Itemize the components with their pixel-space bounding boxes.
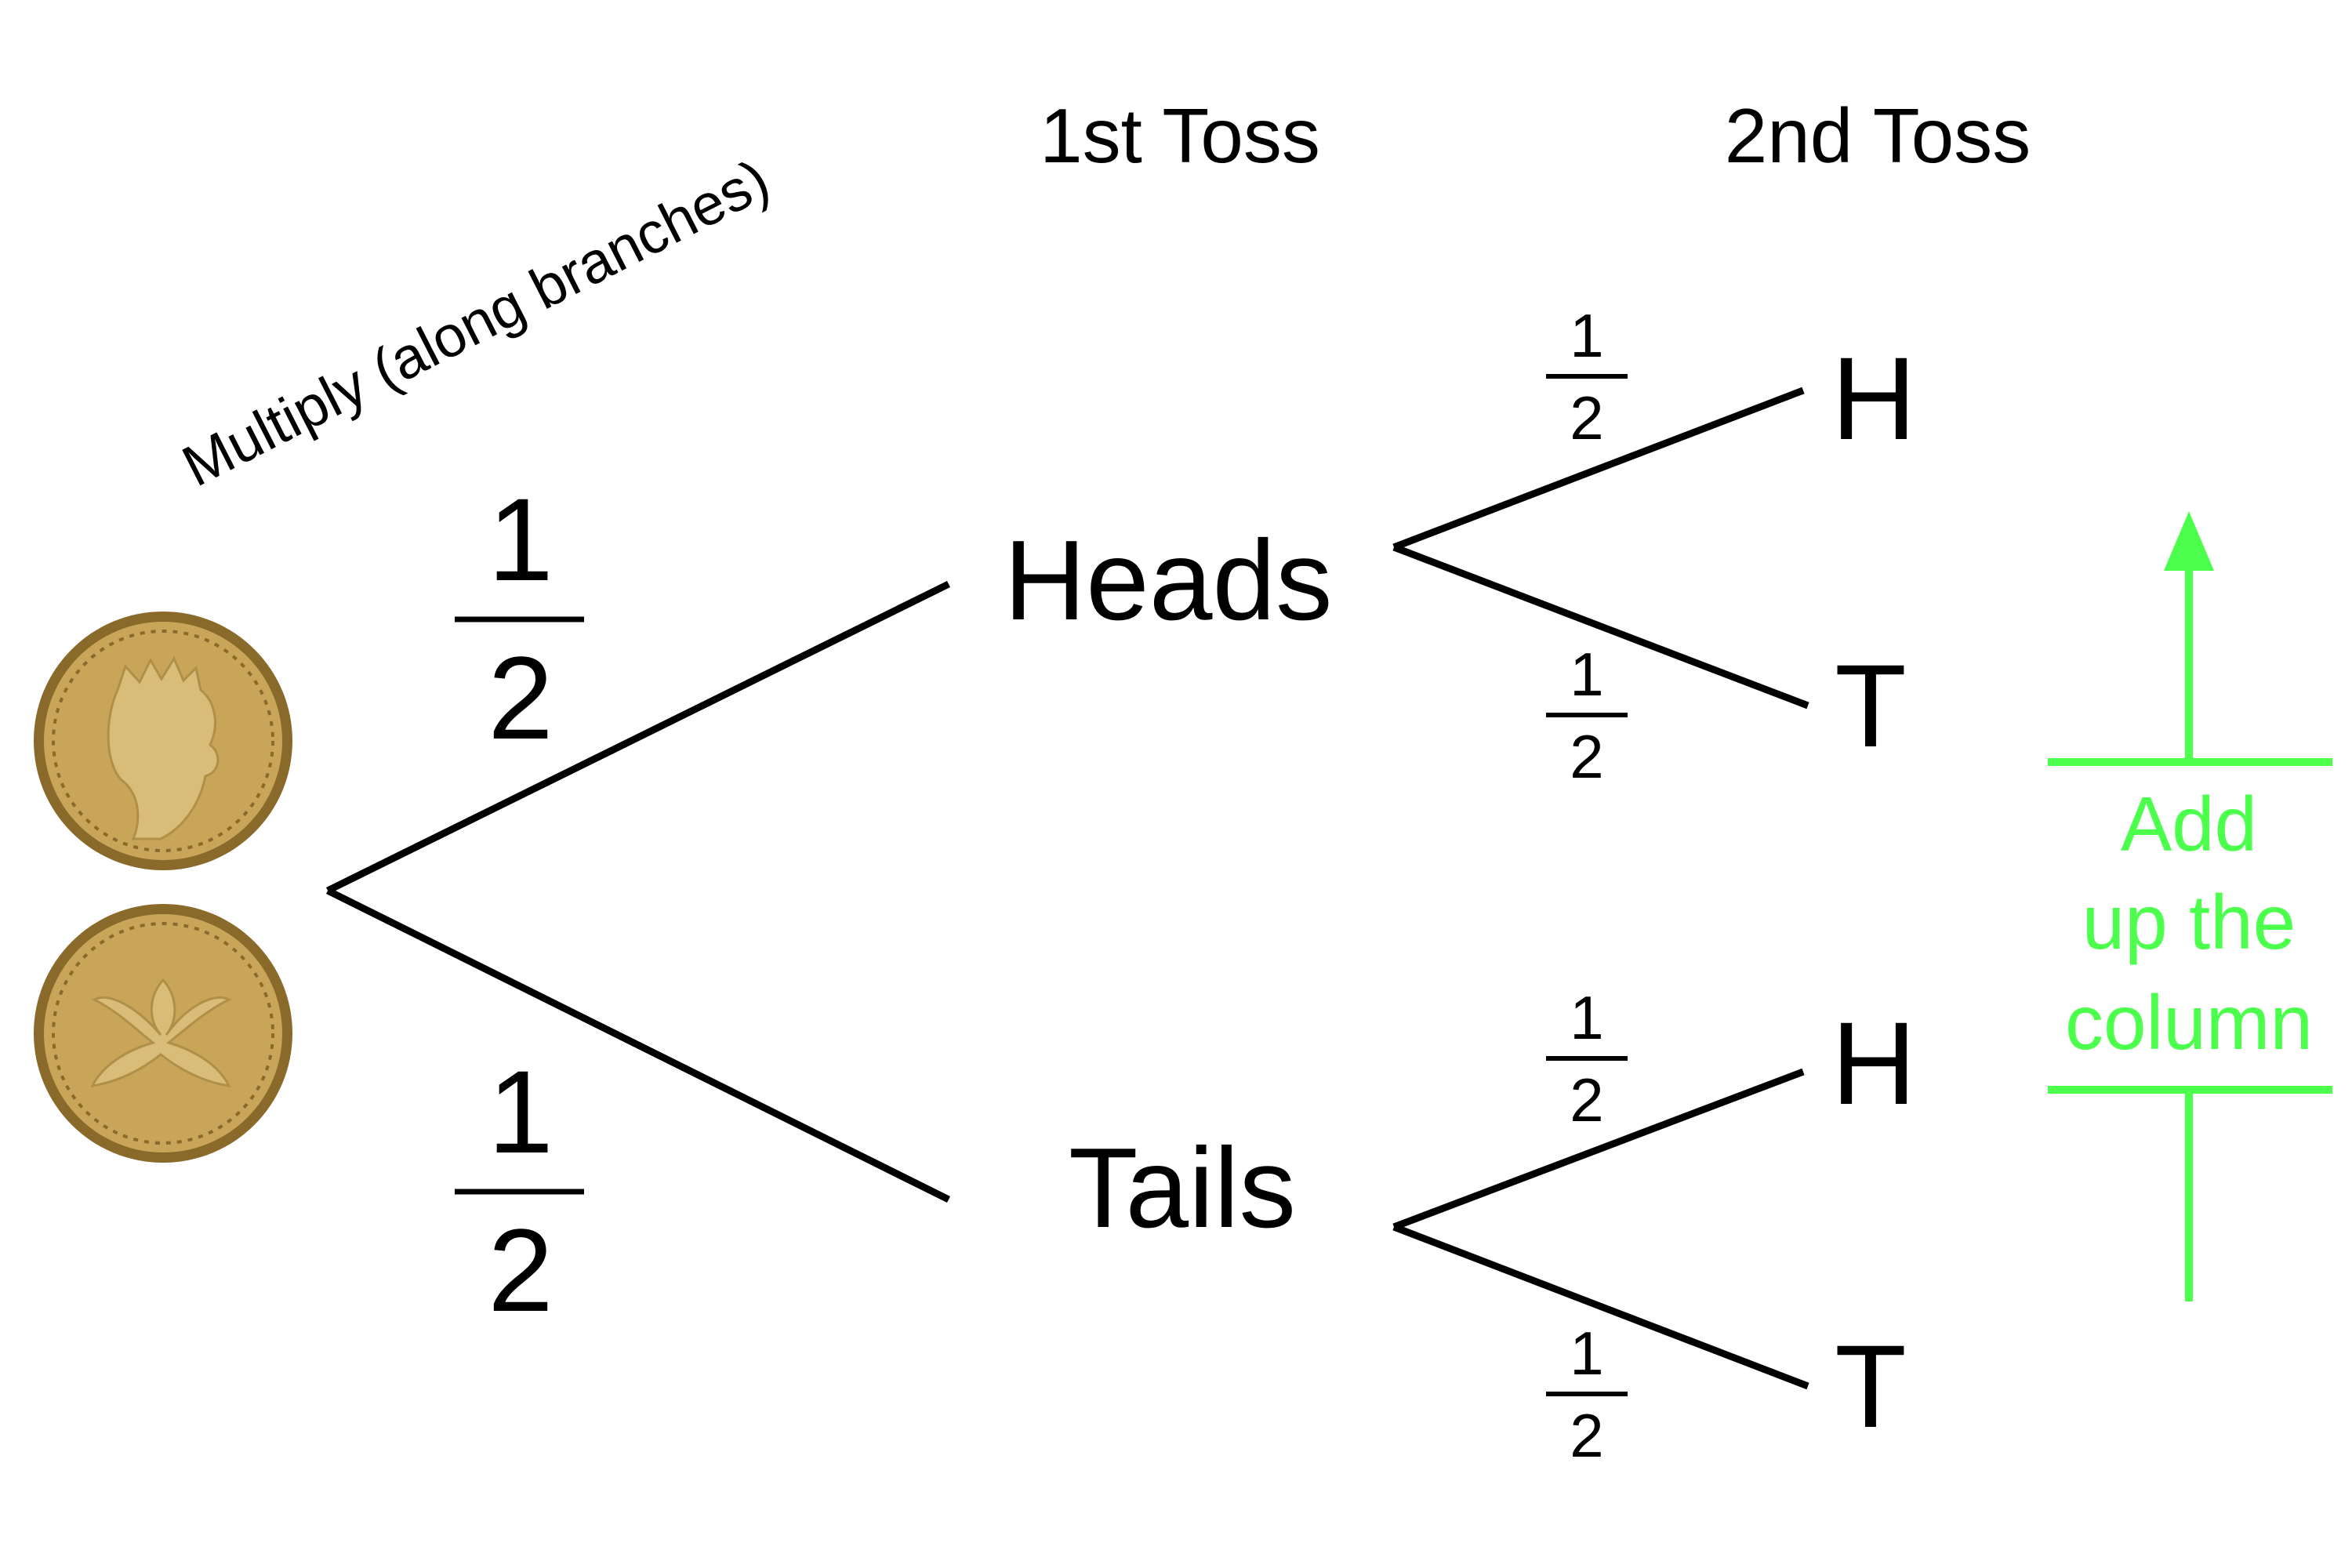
fraction-numerator: 1 [1570, 301, 1603, 370]
fraction-numerator: 1 [1570, 983, 1603, 1052]
fraction-numerator: 1 [488, 1046, 553, 1178]
branch-tails-t [1392, 1223, 1809, 1390]
fraction-heads-t: 1 2 [1546, 640, 1628, 791]
add-note-line-1: Add [2121, 781, 2257, 867]
multiply-note: Multiply (along branches) [172, 147, 779, 499]
fraction-tails-t: 1 2 [1546, 1319, 1628, 1470]
fraction-first-tails: 1 2 [455, 1046, 584, 1336]
arrow-up-icon [2164, 511, 2214, 571]
fraction-denominator: 2 [488, 632, 553, 764]
fraction-denominator: 2 [1570, 722, 1603, 791]
add-column-note: Add up the column [2048, 511, 2332, 1301]
header-first-toss: 1st Toss [1040, 93, 1320, 179]
fraction-denominator: 2 [488, 1204, 553, 1336]
outcome-tails-h: H [1831, 997, 1916, 1129]
fraction-numerator: 1 [488, 474, 553, 605]
branch-root-heads [326, 580, 950, 895]
coin-tails-icon [34, 904, 292, 1163]
header-second-toss: 2nd Toss [1725, 93, 2031, 179]
branch-tails-h [1392, 1068, 1805, 1231]
add-note-line-2: up the [2082, 879, 2296, 965]
outcome-tails-t: T [1835, 1320, 1907, 1452]
outcome-heads: Heads [1004, 517, 1332, 644]
fraction-denominator: 2 [1570, 1065, 1603, 1134]
fraction-first-heads: 1 2 [455, 474, 584, 764]
add-note-line-3: column [2065, 979, 2313, 1065]
fraction-denominator: 2 [1570, 1401, 1603, 1470]
outcome-tails: Tails [1069, 1124, 1296, 1251]
branch-heads-h [1392, 387, 1805, 551]
fraction-tails-h: 1 2 [1546, 983, 1628, 1134]
fraction-numerator: 1 [1570, 1319, 1603, 1388]
fraction-heads-h: 1 2 [1546, 301, 1628, 452]
outcome-heads-t: T [1835, 640, 1907, 771]
outcome-heads-h: H [1831, 332, 1916, 464]
branch-root-tails [325, 887, 951, 1203]
coin-heads-icon [34, 612, 292, 870]
fraction-numerator: 1 [1570, 640, 1603, 709]
fraction-denominator: 2 [1570, 383, 1603, 452]
branch-heads-t [1392, 543, 1809, 710]
